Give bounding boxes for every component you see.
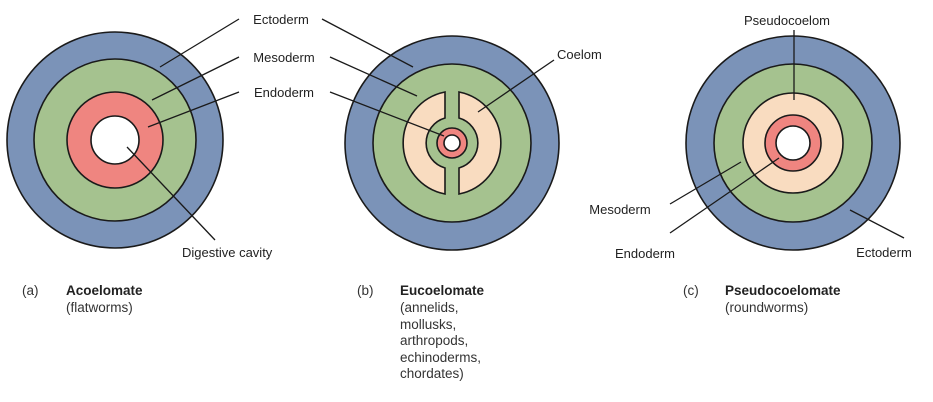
eucoelomate-diagram (345, 36, 559, 250)
label-pseudocoelom: Pseudocoelom (744, 13, 830, 28)
caption-subtitle-acoelomate: (flatworms) (66, 300, 133, 317)
acoelomate-diagram (7, 32, 223, 248)
label-ectoderm-c: Ectoderm (856, 245, 912, 260)
label-coelom: Coelom (557, 47, 602, 62)
acoelomate-digestive-cavity (91, 116, 139, 164)
label-mesoderm: Mesoderm (253, 50, 314, 65)
caption-subtitle-eucoelomate: (annelids, mollusks, arthropods, echinod… (400, 300, 481, 383)
label-endoderm-c: Endoderm (615, 246, 675, 261)
caption-title-eucoelomate: Eucoelomate (400, 283, 484, 298)
pseudocoelomate-digestive-cavity (776, 126, 810, 160)
label-mesoderm-c: Mesoderm (589, 202, 650, 217)
pseudocoelomate-diagram (686, 36, 900, 250)
label-ectoderm: Ectoderm (253, 12, 309, 27)
leader-ectoderm-a (160, 19, 239, 67)
eucoelomate-digestive-cavity (444, 135, 460, 151)
label-endoderm: Endoderm (254, 85, 314, 100)
caption-title-acoelomate: Acoelomate (66, 283, 143, 298)
caption-title-pseudocoelomate: Pseudocoelomate (725, 283, 841, 298)
caption-letter-a: (a) (22, 283, 39, 298)
caption-letter-b: (b) (357, 283, 374, 298)
caption-subtitle-pseudocoelomate: (roundworms) (725, 300, 808, 317)
caption-letter-c: (c) (683, 283, 699, 298)
label-digestive-cavity: Digestive cavity (182, 245, 273, 260)
